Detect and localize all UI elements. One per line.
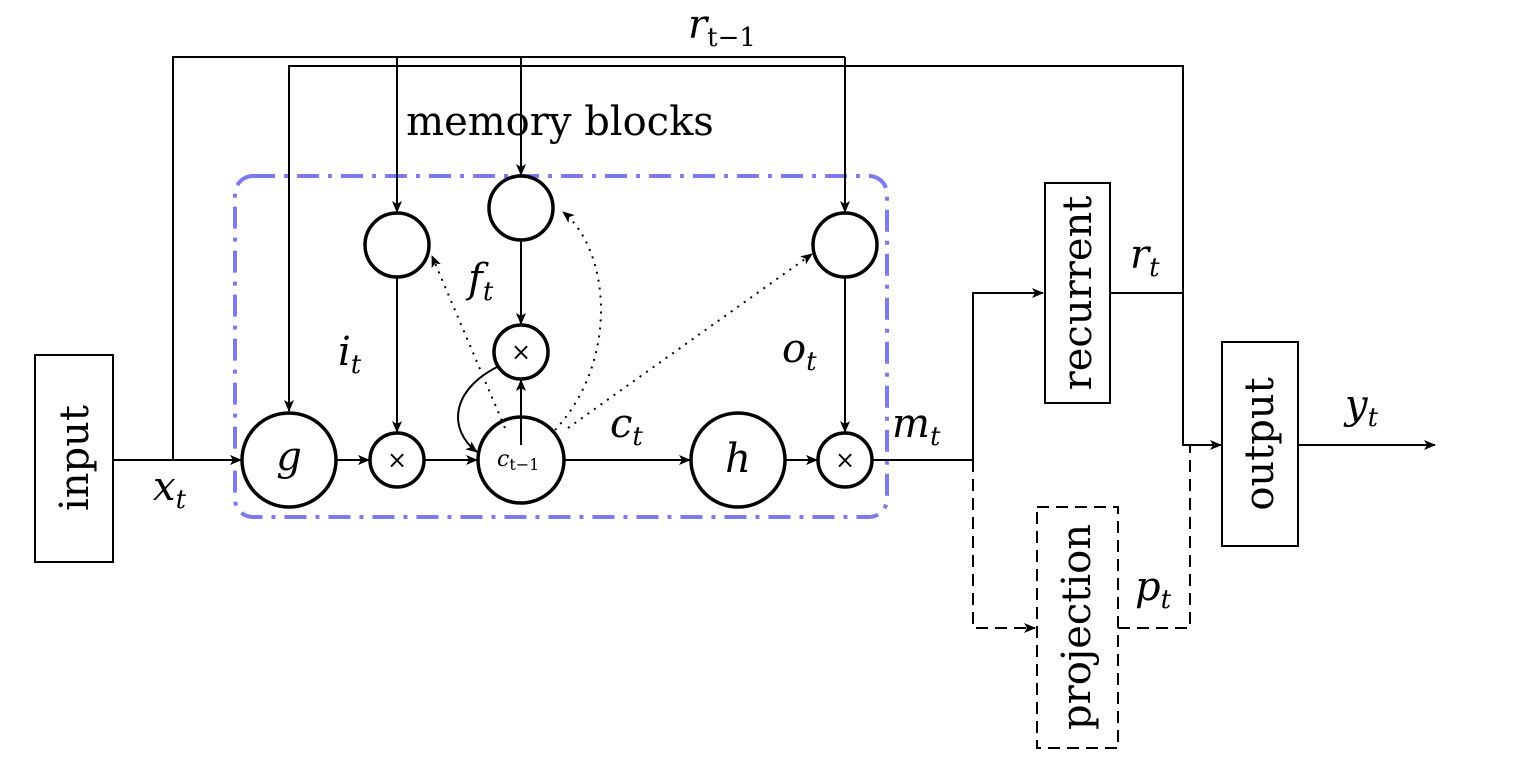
forget-recurrence-arrow (457, 365, 500, 453)
mt-label: mt (892, 401, 941, 452)
output-multiply-label: × (835, 446, 855, 474)
input-box-label: input (52, 405, 98, 511)
peephole-output (567, 253, 813, 429)
input-box (34, 354, 114, 563)
output-box-label: output (1237, 377, 1283, 510)
ot-label: ot (782, 326, 817, 377)
it-label: it (338, 329, 362, 380)
r-prev-label: rt−1 (688, 2, 756, 53)
h-node-label: h (725, 436, 751, 482)
forget-multiply-label: × (511, 338, 531, 366)
mt-to-projection (972, 460, 1036, 633)
peephole-forget (554, 211, 602, 431)
g-node-label: g (276, 434, 302, 480)
output-multiply-node (816, 431, 874, 489)
c-prev-label: ct−1 (497, 447, 539, 474)
recurrent-box (1044, 182, 1111, 404)
pt-label: pt (1135, 564, 1172, 615)
rt-label: rt (1130, 232, 1160, 283)
cell-node (476, 415, 566, 505)
xt-label: xt (153, 464, 187, 515)
projection-box-label: projection (1054, 524, 1100, 730)
ct-label: ct (610, 401, 643, 452)
ft-label: ft (465, 256, 494, 307)
memory-blocks-label: memory blocks (406, 99, 714, 145)
rt-to-output (1110, 292, 1222, 450)
forget-gate-node (487, 174, 555, 242)
mt-line (872, 288, 1044, 461)
output-gate-node (811, 211, 879, 279)
input-multiply-node (368, 431, 426, 489)
output-box (1221, 341, 1299, 547)
forget-multiply-node (492, 323, 550, 381)
input-gate-node (363, 211, 431, 279)
g-node (240, 411, 338, 509)
xt-feed-line (172, 56, 845, 460)
projection-box (1036, 506, 1119, 749)
recurrent-feedback-line (284, 65, 1184, 412)
h-node (689, 411, 787, 509)
recurrent-box-label: recurrent (1055, 196, 1101, 391)
memory-block-region (233, 174, 889, 519)
pt-to-output (1118, 445, 1191, 629)
input-multiply-label: × (387, 446, 407, 474)
yt-label: yt (1343, 382, 1379, 433)
